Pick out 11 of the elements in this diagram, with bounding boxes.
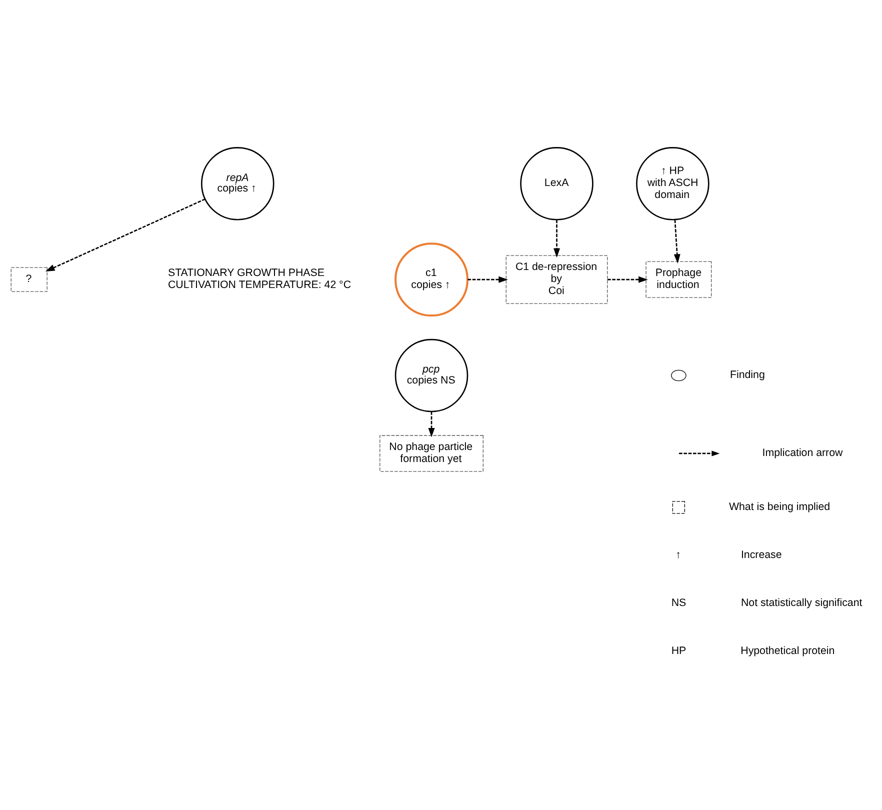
label: STATIONARY GROWTH PHASE xyxy=(168,266,324,279)
legend-label: Implication arrow xyxy=(762,446,843,458)
legend-label: Finding xyxy=(730,368,765,381)
legend-label: Not statistically significant xyxy=(740,596,862,608)
legend-label: Increase xyxy=(740,548,782,560)
label: NS xyxy=(671,596,686,608)
label: ↑ xyxy=(676,548,682,560)
label: HP xyxy=(671,644,686,656)
legend-label: What is being implied xyxy=(728,500,830,512)
legend-label: Hypothetical protein xyxy=(740,644,835,656)
label: CULTIVATION TEMPERATURE: 42 °C xyxy=(168,278,352,291)
